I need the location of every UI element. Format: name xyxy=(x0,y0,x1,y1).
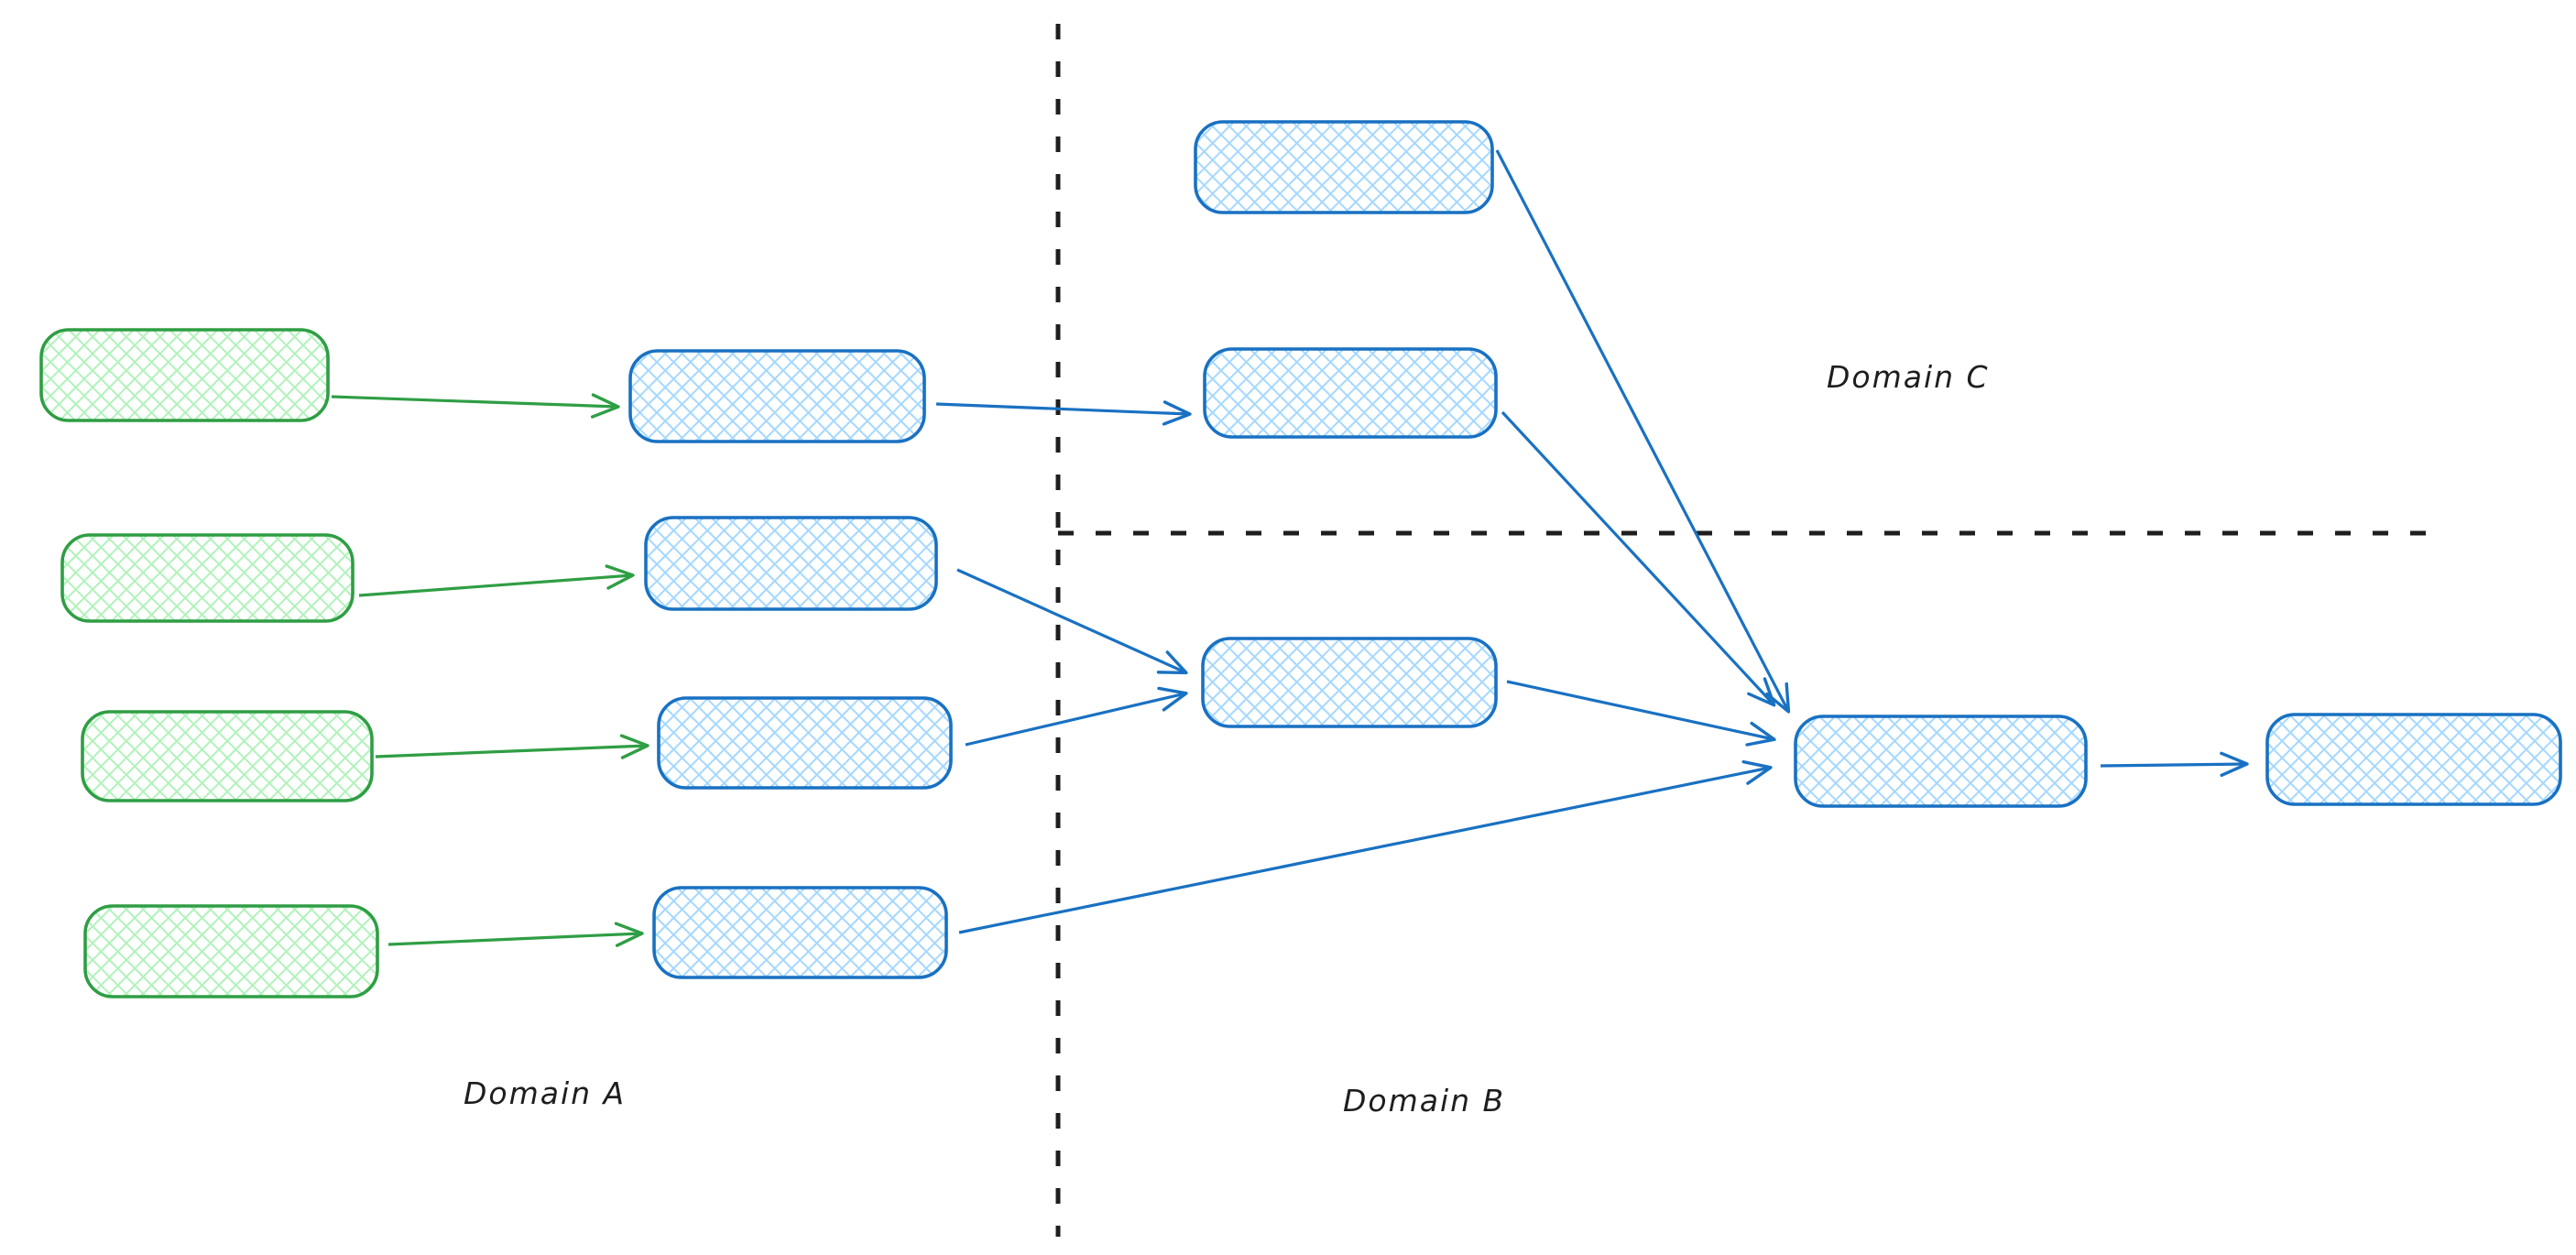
edge-m3-b1-arrow[interactable] xyxy=(965,686,1188,747)
domain-c-label[interactable]: Domain C xyxy=(1827,359,1990,395)
node-a4-box[interactable] xyxy=(83,904,379,999)
node-a1-box[interactable] xyxy=(39,328,330,422)
edge-c2-hub-arrow[interactable] xyxy=(1501,410,1776,707)
edge-m4-hub-arrow[interactable] xyxy=(958,759,1773,934)
node-c2-box[interactable] xyxy=(1203,347,1498,439)
node-m4-box[interactable] xyxy=(652,886,948,979)
node-b1-box[interactable] xyxy=(1201,637,1498,728)
edge-m2-b1-arrow[interactable] xyxy=(956,568,1188,675)
edge-a1-m1-arrow[interactable] xyxy=(331,393,620,419)
node-out-box[interactable] xyxy=(2265,713,2562,806)
edge-m1-c2-arrow[interactable] xyxy=(935,400,1192,426)
node-hub-box[interactable] xyxy=(1794,715,2088,808)
node-m2-box[interactable] xyxy=(644,516,938,611)
edge-a3-m3-arrow[interactable] xyxy=(375,734,649,759)
domain-a-label[interactable]: Domain A xyxy=(464,1075,627,1111)
node-a2-box[interactable] xyxy=(60,533,355,623)
edge-c1-hub-arrow[interactable] xyxy=(1495,149,1791,714)
node-m1-box[interactable] xyxy=(628,349,926,443)
edge-b1-hub-arrow[interactable] xyxy=(1506,680,1776,747)
node-a3-box[interactable] xyxy=(81,710,374,802)
domain-b-label[interactable]: Domain B xyxy=(1343,1083,1506,1119)
edge-hub-out-arrow[interactable] xyxy=(2100,751,2249,778)
node-m3-box[interactable] xyxy=(657,696,953,790)
edge-a4-m4-arrow[interactable] xyxy=(387,922,644,947)
edge-a2-m2-arrow[interactable] xyxy=(358,564,635,597)
node-c1-box[interactable] xyxy=(1194,120,1494,214)
